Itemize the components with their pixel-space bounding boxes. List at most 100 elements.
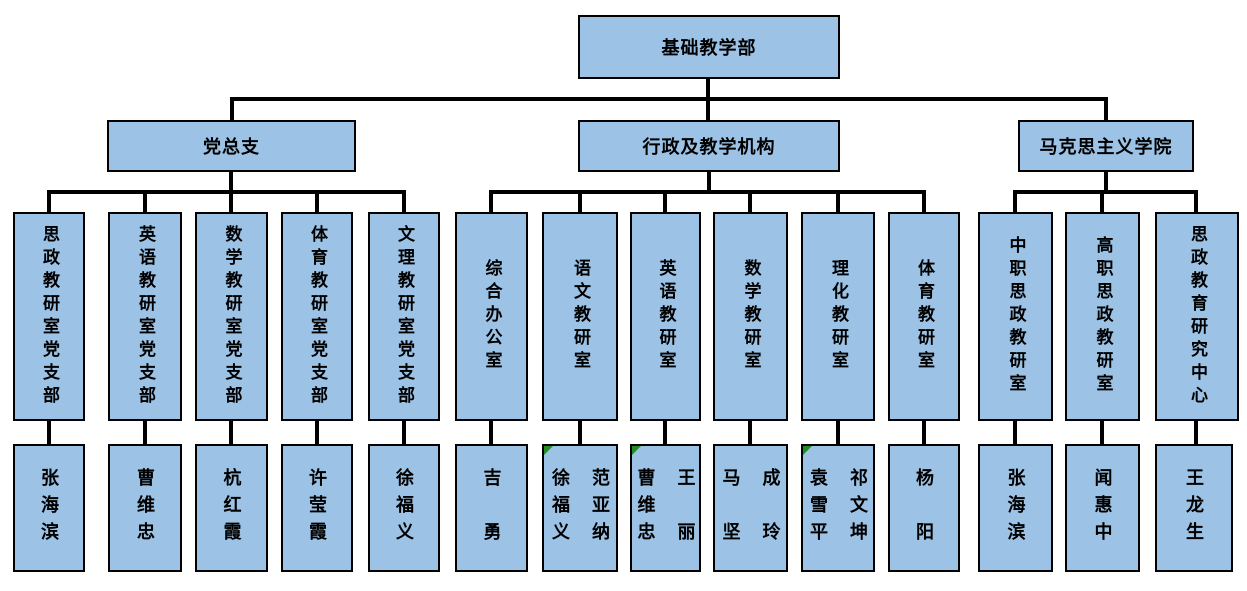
person-name: 张海滨 <box>39 467 59 549</box>
connector-line <box>489 420 493 444</box>
office-box: 英语教研室党支部 <box>108 212 182 421</box>
green-corner-flag-icon <box>544 446 553 455</box>
office-box: 思政教育研究中心 <box>1155 212 1239 421</box>
connector-line <box>229 420 233 444</box>
name-box: 徐福义 范亚纳 <box>542 444 618 572</box>
office-label: 数学教研室 <box>741 259 761 374</box>
office-label: 语文教研室 <box>571 259 590 374</box>
branch-label: 马克思主义学院 <box>1039 137 1173 157</box>
office-box: 思政教研室党支部 <box>13 212 85 421</box>
connector-line <box>663 190 667 212</box>
connector-line <box>836 190 840 212</box>
office-box: 英语教研室 <box>630 212 701 421</box>
connector-line <box>836 420 840 444</box>
connector-line <box>748 190 752 212</box>
connector-line <box>402 420 406 444</box>
connector-line <box>1100 190 1104 212</box>
person-name: 袁雪平 祁文坤 <box>808 467 868 549</box>
person-name: 曹维忠 <box>135 467 155 549</box>
name-box: 杭红霞 <box>195 444 268 572</box>
green-corner-flag-icon <box>803 446 812 455</box>
person-name: 杭红霞 <box>221 467 242 549</box>
office-box: 文理教研室党支部 <box>368 212 440 421</box>
connector-line <box>489 190 926 194</box>
connector-line <box>229 171 233 192</box>
name-box: 许莹霞 <box>281 444 353 572</box>
root-box: 基础教学部 <box>578 15 840 79</box>
name-box: 曹维忠 <box>108 444 182 572</box>
office-box: 数学教研室党支部 <box>195 212 268 421</box>
connector-line <box>922 420 926 444</box>
person-name: 徐福义 <box>394 467 414 549</box>
office-label: 思政教育研究中心 <box>1188 224 1207 409</box>
name-box: 袁雪平 祁文坤 <box>801 444 875 572</box>
connector-line <box>707 171 711 192</box>
branch-label: 行政及教学机构 <box>642 137 776 157</box>
name-box: 王龙生 <box>1155 444 1233 572</box>
connector-line <box>748 420 752 444</box>
name-box: 张海滨 <box>978 444 1053 572</box>
name-box: 张海滨 <box>13 444 85 572</box>
person-name: 马 坚 成 玲 <box>720 467 781 549</box>
office-label: 英语教研室 <box>656 259 676 374</box>
name-box: 闻惠中 <box>1065 444 1140 572</box>
connector-line <box>230 97 1108 101</box>
person-name: 张海滨 <box>1005 467 1026 549</box>
connector-line <box>143 190 147 212</box>
connector-line <box>47 420 51 444</box>
office-label: 理化教研室 <box>829 259 848 374</box>
office-label: 体育教研室 <box>915 259 934 374</box>
name-box: 曹维忠 王 丽 <box>630 444 701 572</box>
connector-line <box>663 420 667 444</box>
person-name: 徐福义 范亚纳 <box>550 467 610 549</box>
connector-line <box>143 420 147 444</box>
branch-box-party: 党总支 <box>107 120 356 172</box>
branch-box-marxism: 马克思主义学院 <box>1018 120 1194 172</box>
name-box: 马 坚 成 玲 <box>713 444 788 572</box>
connector-line <box>1013 190 1017 212</box>
office-box: 综合办公室 <box>455 212 528 421</box>
connector-line <box>1013 420 1017 444</box>
connector-line <box>1104 99 1108 120</box>
office-box: 理化教研室 <box>801 212 875 421</box>
office-box: 语文教研室 <box>542 212 618 421</box>
connector-line <box>1013 190 1198 194</box>
office-box: 高职思政教研室 <box>1065 212 1140 421</box>
office-label: 中职思政教研室 <box>1006 236 1026 397</box>
office-label: 高职思政教研室 <box>1093 236 1113 397</box>
name-box: 徐福义 <box>368 444 440 572</box>
office-label: 英语教研室党支部 <box>136 224 155 409</box>
connector-line <box>1194 420 1198 444</box>
connector-line <box>229 190 233 212</box>
connector-line <box>315 190 319 212</box>
office-box: 体育教研室 <box>888 212 960 421</box>
office-box: 中职思政教研室 <box>978 212 1053 421</box>
connector-line <box>489 190 493 212</box>
connector-line <box>315 420 319 444</box>
name-box: 杨 阳 <box>888 444 960 572</box>
branch-box-admin: 行政及教学机构 <box>578 120 840 172</box>
name-box: 吉 勇 <box>455 444 528 572</box>
person-name: 王龙生 <box>1184 467 1204 549</box>
office-label: 思政教研室党支部 <box>40 224 59 409</box>
office-label: 数学教研室党支部 <box>222 224 242 409</box>
root-label: 基础教学部 <box>661 38 757 58</box>
person-name: 杨 阳 <box>914 467 934 549</box>
connector-line <box>1104 171 1108 192</box>
connector-line <box>230 99 234 120</box>
person-name: 曹维忠 王 丽 <box>635 467 696 549</box>
connector-line <box>47 190 51 212</box>
office-box: 体育教研室党支部 <box>281 212 353 421</box>
connector-line <box>1194 190 1198 212</box>
branch-label: 党总支 <box>203 137 260 157</box>
office-label: 体育教研室党支部 <box>308 224 327 409</box>
office-label: 综合办公室 <box>482 259 502 374</box>
person-name: 许莹霞 <box>307 467 327 549</box>
office-label: 文理教研室党支部 <box>395 224 414 409</box>
green-corner-flag-icon <box>632 446 641 455</box>
person-name: 闻惠中 <box>1092 467 1113 549</box>
connector-line <box>922 190 926 212</box>
connector-line <box>402 190 406 212</box>
office-box: 数学教研室 <box>713 212 788 421</box>
